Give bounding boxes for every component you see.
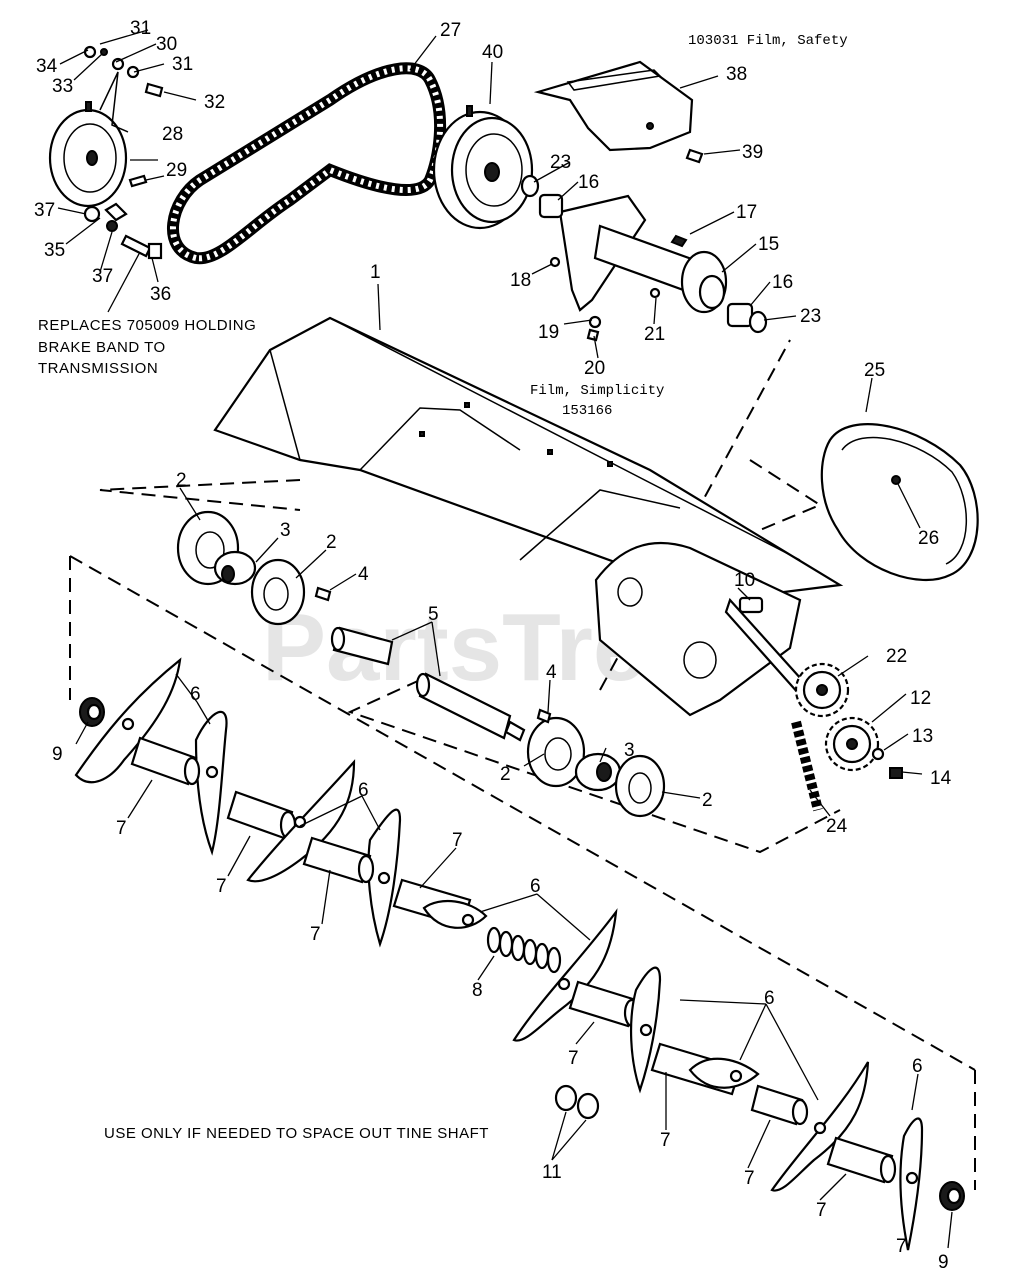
callout-32: 32 bbox=[204, 92, 225, 113]
bearing-group-left bbox=[176, 510, 332, 626]
callout-16: 16 bbox=[772, 272, 793, 293]
callout-15: 15 bbox=[758, 234, 779, 255]
bearing-group-right bbox=[526, 708, 666, 818]
callout-7: 7 bbox=[816, 1200, 827, 1221]
callout-1: 1 bbox=[370, 262, 381, 283]
brake-band-note-line2: BRAKE BAND TO bbox=[38, 339, 166, 356]
tine-shaft-pieces bbox=[330, 626, 526, 742]
leader-lines bbox=[57, 29, 953, 1249]
callout-38: 38 bbox=[726, 64, 747, 85]
callout-6: 6 bbox=[190, 684, 201, 705]
tiller-hood bbox=[213, 316, 844, 602]
callout-37: 37 bbox=[34, 200, 55, 221]
callout-29: 29 bbox=[166, 160, 187, 181]
callout-36: 36 bbox=[150, 284, 171, 305]
chain-case-cover bbox=[820, 423, 979, 582]
belt-shield bbox=[533, 60, 704, 164]
callout-37: 37 bbox=[92, 266, 113, 287]
callout-2: 2 bbox=[176, 470, 187, 491]
callout-9: 9 bbox=[52, 744, 63, 765]
callout-34: 34 bbox=[36, 56, 58, 77]
callout-23: 23 bbox=[550, 152, 571, 173]
callout-40: 40 bbox=[482, 42, 503, 63]
callout-5: 5 bbox=[428, 604, 439, 625]
callout-14: 14 bbox=[930, 768, 952, 789]
callout-16: 16 bbox=[578, 172, 599, 193]
callout-31: 31 bbox=[130, 18, 151, 39]
callout-7: 7 bbox=[310, 924, 321, 945]
callout-35: 35 bbox=[44, 240, 65, 261]
tine-assembly bbox=[74, 657, 965, 1251]
callout-23: 23 bbox=[800, 306, 821, 327]
callout-2: 2 bbox=[702, 790, 713, 811]
callout-7: 7 bbox=[216, 876, 227, 897]
callout-31: 31 bbox=[172, 54, 193, 75]
callout-9: 9 bbox=[938, 1252, 949, 1273]
callout-20: 20 bbox=[584, 358, 605, 379]
film-simplicity-number: 153166 bbox=[562, 403, 612, 419]
callout-13: 13 bbox=[912, 726, 933, 747]
callout-3: 3 bbox=[280, 520, 291, 541]
drive-belt bbox=[167, 62, 447, 265]
sprockets-and-chain bbox=[791, 662, 903, 812]
callout-7: 7 bbox=[744, 1168, 755, 1189]
callout-2: 2 bbox=[500, 764, 511, 785]
callout-4: 4 bbox=[358, 564, 369, 585]
callout-7: 7 bbox=[568, 1048, 579, 1069]
callout-6: 6 bbox=[764, 988, 775, 1009]
callout-17: 17 bbox=[736, 202, 757, 223]
side-plate bbox=[594, 541, 822, 717]
callout-2: 2 bbox=[326, 532, 337, 553]
callout-22: 22 bbox=[886, 646, 907, 667]
callout-27: 27 bbox=[440, 20, 461, 41]
brake-band-note-line1: REPLACES 705009 HOLDING bbox=[38, 317, 256, 334]
input-pulley bbox=[432, 105, 534, 230]
jackshaft-housing bbox=[520, 174, 768, 342]
callout-25: 25 bbox=[864, 360, 885, 381]
callout-39: 39 bbox=[742, 142, 763, 163]
callout-6: 6 bbox=[912, 1056, 923, 1077]
film-simplicity-label: Film, Simplicity bbox=[530, 383, 664, 399]
callout-28: 28 bbox=[162, 124, 183, 145]
callout-4: 4 bbox=[546, 662, 557, 683]
callout-6: 6 bbox=[530, 876, 541, 897]
callout-6: 6 bbox=[358, 780, 369, 801]
callout-numbers: 1 2 2 2 2 3 3 4 4 5 6 6 6 6 6 7 7 7 7 7 … bbox=[34, 18, 952, 1273]
callout-33: 33 bbox=[52, 76, 73, 97]
callout-3: 3 bbox=[624, 740, 635, 761]
callout-10: 10 bbox=[734, 570, 755, 591]
idler-pulley-group bbox=[48, 45, 164, 260]
brake-band-note-line3: TRANSMISSION bbox=[38, 360, 158, 377]
callout-7: 7 bbox=[452, 830, 463, 851]
callout-7: 7 bbox=[116, 818, 127, 839]
callout-18: 18 bbox=[510, 270, 531, 291]
callout-30: 30 bbox=[156, 34, 177, 55]
callout-24: 24 bbox=[826, 816, 848, 837]
callout-19: 19 bbox=[538, 322, 559, 343]
callout-11: 11 bbox=[542, 1162, 562, 1183]
callout-26: 26 bbox=[918, 528, 939, 549]
callout-12: 12 bbox=[910, 688, 931, 709]
film-safety-label: 103031 Film, Safety bbox=[688, 33, 848, 49]
spacer-note: USE ONLY IF NEEDED TO SPACE OUT TINE SHA… bbox=[104, 1125, 489, 1142]
callout-21: 21 bbox=[644, 324, 665, 345]
callout-7: 7 bbox=[660, 1130, 671, 1151]
callout-7: 7 bbox=[896, 1236, 907, 1257]
callout-8: 8 bbox=[472, 980, 483, 1001]
